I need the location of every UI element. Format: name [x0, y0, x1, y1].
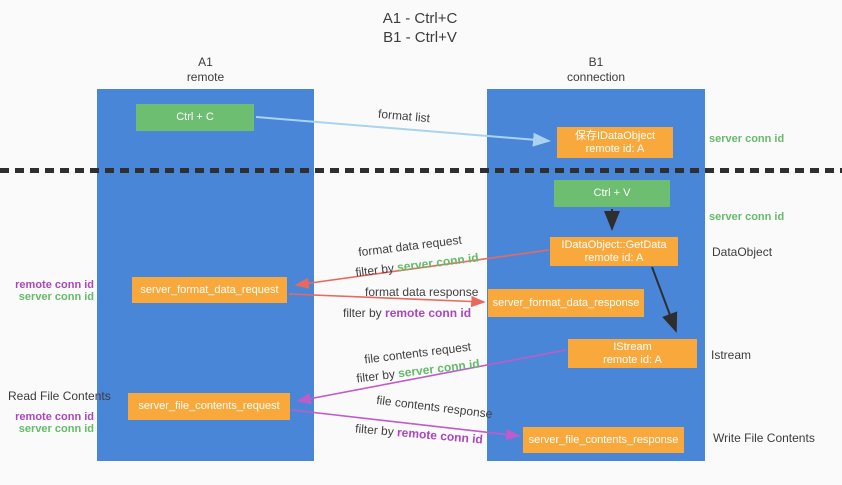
lane-header-a1: A1 remote: [97, 55, 314, 85]
lane-b1-subtitle: connection: [566, 70, 626, 84]
node-server-format-data-response: server_format_data_response: [488, 289, 644, 317]
arrow-file-contents-request: [296, 349, 567, 405]
diagram-title: A1 - Ctrl+C B1 - Ctrl+V: [320, 9, 520, 47]
filter-by-text: filter by: [343, 306, 382, 320]
node-server-file-contents-response: server_file_contents_response: [523, 427, 684, 453]
remote-conn-id-label: remote conn id: [15, 279, 94, 291]
arrow-format-data-request: [294, 249, 550, 289]
node-file-response-label: server_file_contents_response: [528, 433, 679, 446]
write-file-contents-label: Write File Contents: [713, 431, 815, 445]
lane-a1-name: A1: [198, 55, 213, 69]
server-conn-id-mid-label: server conn id: [709, 211, 785, 223]
node-ctrl-c-label: Ctrl + C: [176, 111, 214, 123]
node-format-response-label: server_format_data_response: [492, 296, 640, 309]
edge-label-filter-remote-1: filter by remote conn id: [343, 306, 471, 320]
arrow-getdata-to-istream: [651, 266, 678, 333]
node-ctrl-c: Ctrl + C: [136, 104, 254, 131]
arrow-format-data-response: [288, 293, 486, 308]
dotted-separator: [0, 168, 842, 173]
node-getdata-line1: IDataObject::GetData: [561, 238, 667, 251]
istream-label: Istream: [711, 348, 752, 362]
node-save-idataobject-line1: 保存IDataObject: [574, 129, 656, 142]
node-format-request-label: server_format_data_request: [140, 283, 279, 296]
lane-a1-subtitle: remote: [186, 70, 225, 84]
format-conn-id-pair: remote conn id server conn id: [0, 279, 94, 303]
node-getdata-line2: remote id: A: [584, 251, 644, 264]
node-ctrl-v-label: Ctrl + V: [593, 187, 631, 199]
node-idataobject-getdata: IDataObject::GetData remote id: A: [550, 237, 678, 266]
lane-header-b1: B1 connection: [487, 55, 705, 85]
server-conn-id-label: server conn id: [18, 423, 94, 435]
file-conn-id-pair: remote conn id server conn id: [0, 411, 94, 435]
node-save-idataobject-line2: remote id: A: [585, 142, 645, 155]
edge-label-format-data-response: format data response: [365, 285, 479, 299]
arrow-format-list: [255, 116, 551, 147]
node-ctrl-v: Ctrl + V: [554, 180, 670, 207]
server-conn-id-label: server conn id: [18, 291, 94, 303]
read-file-contents-label: Read File Contents: [8, 389, 111, 403]
remote-conn-id-label: remote conn id: [15, 411, 94, 423]
title-line-1: A1 - Ctrl+C: [382, 10, 458, 27]
node-file-request-label: server_file_contents_request: [138, 400, 280, 412]
node-server-file-contents-request: server_file_contents_request: [128, 393, 290, 420]
server-conn-id-top-label: server conn id: [709, 133, 785, 145]
node-istream-line1: IStream: [613, 340, 652, 353]
title-line-2: B1 - Ctrl+V: [383, 29, 457, 46]
lane-b1-name: B1: [588, 55, 604, 69]
remote-conn-id-text: remote conn id: [385, 306, 472, 320]
node-istream-line2: remote id: A: [603, 353, 662, 366]
arrow-file-contents-response: [291, 409, 521, 441]
dataobject-label: DataObject: [712, 245, 773, 259]
node-server-format-data-request: server_format_data_request: [132, 277, 287, 303]
node-istream: IStream remote id: A: [568, 339, 697, 368]
node-save-idataobject: 保存IDataObject remote id: A: [557, 127, 673, 158]
